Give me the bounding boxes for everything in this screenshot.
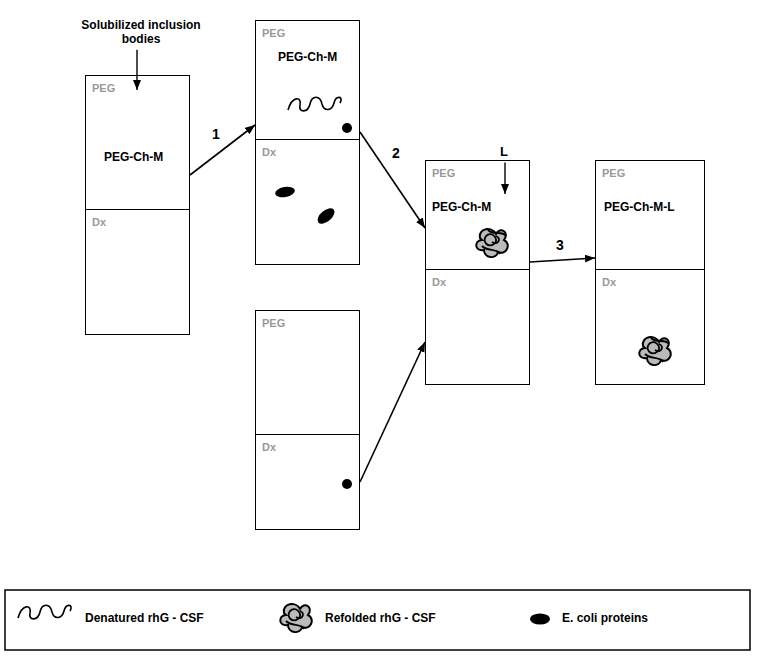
- leader-arrow: [504, 163, 505, 194]
- phase-box: Dx: [425, 269, 530, 385]
- phase-label: Dx: [262, 146, 276, 159]
- phase-box: Dx: [595, 269, 705, 385]
- step-number: 2: [390, 146, 402, 161]
- phase-label: PEG: [432, 167, 455, 180]
- phase-box: Dx: [85, 209, 190, 335]
- phase-label: PEG: [602, 167, 625, 180]
- phase-label: Dx: [432, 276, 446, 289]
- system-label: PEG-Ch-M: [104, 151, 163, 165]
- flow-arrow: [360, 342, 425, 482]
- legend-ecoli-icon: [530, 614, 550, 625]
- legend-frame: [5, 590, 750, 650]
- phase-box: PEG: [255, 310, 360, 435]
- phase-label: PEG: [262, 27, 285, 40]
- system-label: PEG-Ch-M: [432, 201, 491, 215]
- legend-denatured-icon: [18, 605, 71, 619]
- ecoli-protein-dot: [342, 479, 352, 489]
- phase-box: PEG PEG-Ch-M: [85, 75, 190, 210]
- flow-arrow: [530, 258, 595, 262]
- legend-refolded-icon: [280, 604, 312, 632]
- phase-box: PEG PEG-Ch-M: [425, 160, 530, 270]
- leader-arrow: [136, 50, 137, 90]
- phase-label: Dx: [262, 441, 276, 454]
- system-label: PEG-Ch-M-L: [604, 201, 675, 215]
- refolded-protein: [476, 229, 508, 257]
- flow-arrow: [190, 125, 255, 175]
- denatured-protein: [288, 97, 341, 111]
- ecoli-protein: [274, 185, 295, 198]
- phase-label: PEG: [262, 317, 285, 330]
- ecoli-protein: [315, 205, 337, 226]
- step-number: 1: [210, 127, 222, 142]
- legend-text: E. coli proteins: [562, 611, 648, 625]
- ligand-label: L: [500, 144, 508, 160]
- step-number: 3: [554, 238, 566, 253]
- input-label: Solubilized inclusion bodies: [78, 18, 204, 47]
- legend-text: Refolded rhG - CSF: [325, 611, 436, 625]
- flow-arrow: [360, 132, 425, 228]
- phase-label: Dx: [602, 276, 616, 289]
- phase-box: Dx: [255, 434, 360, 530]
- refolded-protein: [639, 337, 671, 365]
- phase-box: Dx: [255, 139, 360, 265]
- phase-box: PEG PEG-Ch-M: [255, 20, 360, 140]
- ecoli-protein-dot: [342, 123, 352, 133]
- system-label: PEG-Ch-M: [278, 51, 337, 65]
- phase-label: PEG: [92, 82, 115, 95]
- phase-label: Dx: [92, 216, 106, 229]
- phase-box: PEG PEG-Ch-M-L: [595, 160, 705, 270]
- legend-text: Denatured rhG - CSF: [85, 611, 204, 625]
